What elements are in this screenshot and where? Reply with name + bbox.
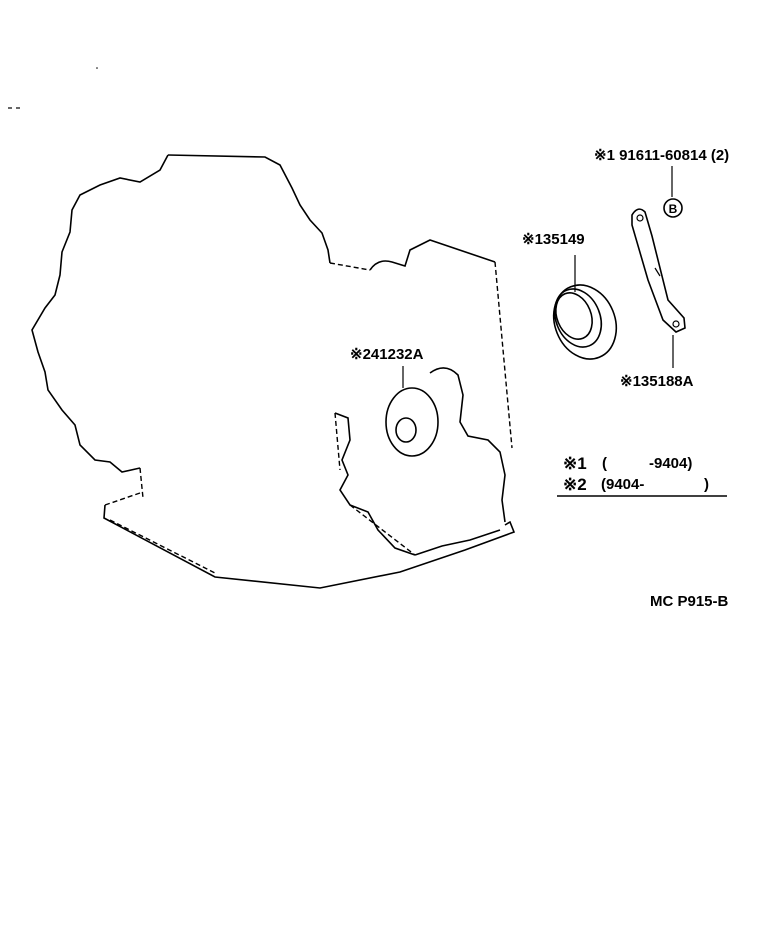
legend-row2-mark: ※2 [563, 475, 587, 494]
plug-label: ※241232A [350, 346, 424, 363]
transmission-case [31, 154, 516, 589]
legend-row2-range: (9404- [601, 476, 644, 493]
legend-row1-mark: ※1 [563, 454, 587, 473]
bolt-part-label: ※1 91611-60814 (2) [594, 147, 729, 164]
bolt-ref-letter: B [669, 202, 678, 216]
oil-seal-label: ※135149 [522, 231, 585, 248]
legend-row1-open: ( [602, 455, 607, 472]
bolt-reference: B [663, 166, 683, 218]
figure-code: MC P915-B [650, 593, 729, 610]
oil-seal-part [552, 255, 618, 360]
plug-part [385, 366, 439, 457]
bracket-part [631, 208, 686, 368]
scan-specks [8, 67, 98, 109]
legend: ※1 ( -9404) ※2 (9404- ) [557, 454, 727, 497]
legend-row1-range: -9404) [649, 455, 692, 472]
legend-row2-close: ) [704, 476, 709, 493]
bracket-label: ※135188A [620, 373, 694, 390]
